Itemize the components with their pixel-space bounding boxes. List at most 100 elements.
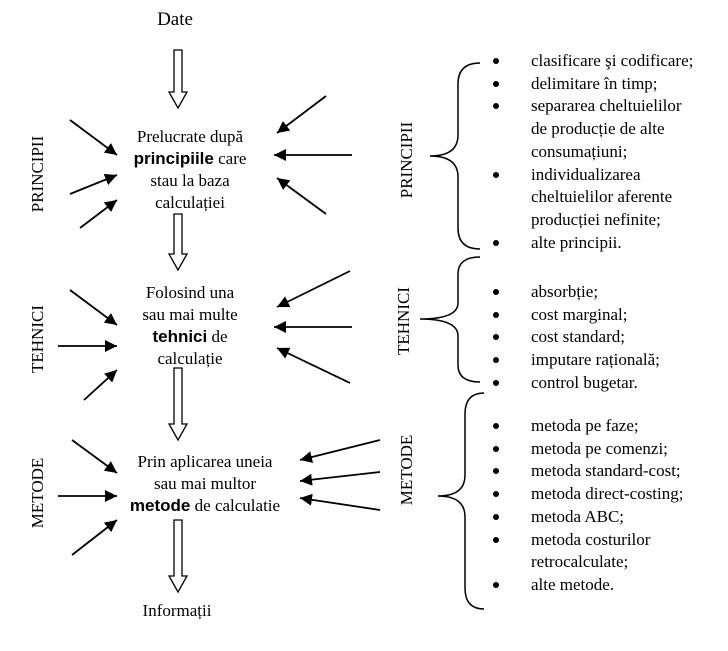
- list-item: absorbție;: [490, 281, 660, 304]
- list-item: metoda standard-cost;: [490, 460, 683, 483]
- arrow-metode-right-1: [299, 439, 381, 463]
- hollow-arrow-tehnici-to-metode: [167, 367, 189, 442]
- stage-text-line: sau mai multor: [130, 473, 280, 495]
- brace-metode: [437, 392, 485, 610]
- list-item: imputare rațională;: [490, 349, 660, 372]
- list-item-line: alte principii.: [531, 232, 622, 252]
- list-item-line: cost marginal;: [531, 304, 628, 324]
- group-label-tehnici: TEHNICI: [394, 287, 413, 355]
- arrow-metode-right-3: [299, 493, 381, 511]
- list-item-line: clasificare şi codificare;: [531, 51, 694, 70]
- text-run: care: [213, 149, 247, 168]
- bold-keyword: tehnici: [152, 327, 208, 346]
- list-item-line: metoda costurilor: [531, 529, 651, 549]
- list-item-line: producției nefinite;: [531, 209, 661, 229]
- list-tehnici: absorbție; cost marginal; cost standard; im…: [490, 281, 660, 395]
- list-item-line: metoda direct-costing;: [531, 484, 684, 504]
- list-item: cost standard;: [490, 326, 660, 349]
- list-item: cost marginal;: [490, 304, 660, 327]
- bold-keyword: metode: [129, 496, 191, 515]
- list-item-line: individualizarea: [531, 164, 641, 184]
- brace-principii: [429, 62, 481, 250]
- stage-text-line: calculație: [142, 348, 237, 370]
- arrow-tehnici-right-3: [276, 347, 351, 384]
- list-item: metoda direct-costing;: [490, 483, 683, 506]
- list-item-line: retrocalculate;: [531, 552, 629, 572]
- list-item: delimitare în timp;: [490, 73, 693, 96]
- stage-text-line: tehnici de: [142, 326, 237, 348]
- arrow-principii-right-3: [276, 177, 327, 215]
- stage-text-line: principiile care: [134, 148, 247, 170]
- list-item-line: control bugetar.: [531, 372, 638, 392]
- left-label-metode: METODE: [28, 457, 47, 529]
- group-label-metode: METODE: [397, 434, 416, 506]
- arrow-metode-left-1: [71, 439, 118, 474]
- arrow-principii-left-3: [79, 199, 118, 229]
- list-item-line: cheltuielilor aferente: [531, 187, 673, 207]
- list-item: separarea cheltuielilor de producție de a…: [490, 95, 693, 163]
- arrow-tehnici-left-3: [83, 369, 118, 401]
- left-label-principii: PRINCIPII: [28, 135, 47, 213]
- list-item: alte metode.: [490, 574, 683, 597]
- stage-text-line: calculației: [134, 192, 247, 214]
- arrow-principii-left-1: [69, 119, 118, 156]
- text-run: sau mai multe: [142, 305, 238, 324]
- list-item-line: alte metode.: [531, 574, 615, 594]
- list-item-line: metoda pe comenzi;: [531, 438, 668, 458]
- arrow-principii-right-1: [276, 95, 327, 134]
- arrow-metode-right-2: [299, 471, 381, 486]
- text-run: calculației: [155, 193, 225, 212]
- list-item-line: delimitare în timp;: [531, 73, 658, 93]
- arrow-tehnici-right-1: [276, 270, 351, 308]
- arrow-principii-left-2: [69, 173, 118, 195]
- list-item-line: absorbție;: [531, 282, 599, 301]
- hollow-arrow-metode-to-informatii: [167, 519, 189, 594]
- list-item: control bugetar.: [490, 372, 660, 395]
- stage-text-line: metode de calculatie: [130, 495, 280, 517]
- arrow-metode-left-3: [71, 519, 118, 556]
- list-item: clasificare şi codificare;: [490, 50, 693, 73]
- text-run: calculație: [157, 349, 223, 368]
- list-principii: clasificare şi codificare; delimitare în …: [490, 50, 693, 254]
- stage-text-line: Prin aplicarea uneia: [130, 451, 280, 473]
- bold-keyword: principiile: [133, 149, 214, 168]
- list-item-line: de producție de alte: [531, 119, 665, 139]
- list-item-line: separarea cheltuielilor: [531, 96, 682, 116]
- list-item-line: cost standard;: [531, 327, 625, 347]
- date-label: Date: [157, 9, 193, 30]
- list-item: metoda pe faze;: [490, 415, 683, 438]
- brace-tehnici: [419, 256, 481, 383]
- hollow-arrow-principii-to-tehnici: [167, 213, 189, 272]
- list-item-line: metoda pe faze;: [531, 416, 639, 435]
- informatii-label: Informații: [142, 601, 212, 620]
- stage-text-line: stau la baza: [134, 170, 247, 192]
- stage-text-line: Folosind una: [142, 282, 237, 304]
- list-metode: metoda pe faze; metoda pe comenzi; metoda …: [490, 415, 683, 597]
- left-label-tehnici: TEHNICI: [28, 305, 47, 373]
- text-run: de: [207, 327, 228, 346]
- text-run: Folosind una: [145, 283, 235, 302]
- stage-text-line: Prelucrate după: [134, 126, 247, 148]
- list-item-line: metoda standard-cost;: [531, 461, 681, 481]
- text-run: sau mai multor: [154, 474, 256, 493]
- hollow-arrow-date-to-principii: [167, 49, 189, 110]
- list-item-line: metoda ABC;: [531, 506, 625, 526]
- list-item-line: imputare rațională;: [531, 350, 660, 370]
- arrow-tehnici-left-1: [69, 289, 118, 326]
- text-run: stau la baza: [150, 171, 230, 190]
- text-run: Prin aplicarea uneia: [137, 452, 273, 471]
- stage-metode-text: Prin aplicarea uneia sau mai multor metode…: [130, 451, 280, 517]
- list-item: metoda costurilor retrocalculate;: [490, 529, 683, 574]
- group-label-principii: PRINCIPII: [397, 121, 416, 199]
- list-item: alte principii.: [490, 232, 693, 255]
- list-item: metoda ABC;: [490, 506, 683, 529]
- list-item-line: consumațiuni;: [531, 141, 628, 161]
- text-run: de calculatie: [190, 496, 281, 515]
- stage-text-line: sau mai multe: [142, 304, 237, 326]
- list-item: metoda pe comenzi;: [490, 438, 683, 461]
